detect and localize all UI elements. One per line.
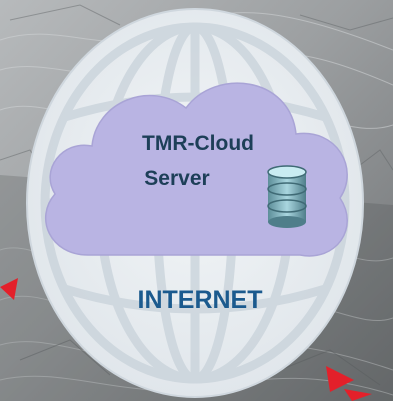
cloud-server-title: TMR-Cloud Server [113,126,283,196]
internet-label: INTERNET [137,286,263,314]
cloud-server-title-line2: Server [144,167,210,190]
cloud-server-title-line1: TMR-Cloud [142,132,254,155]
database-icon [267,165,307,228]
